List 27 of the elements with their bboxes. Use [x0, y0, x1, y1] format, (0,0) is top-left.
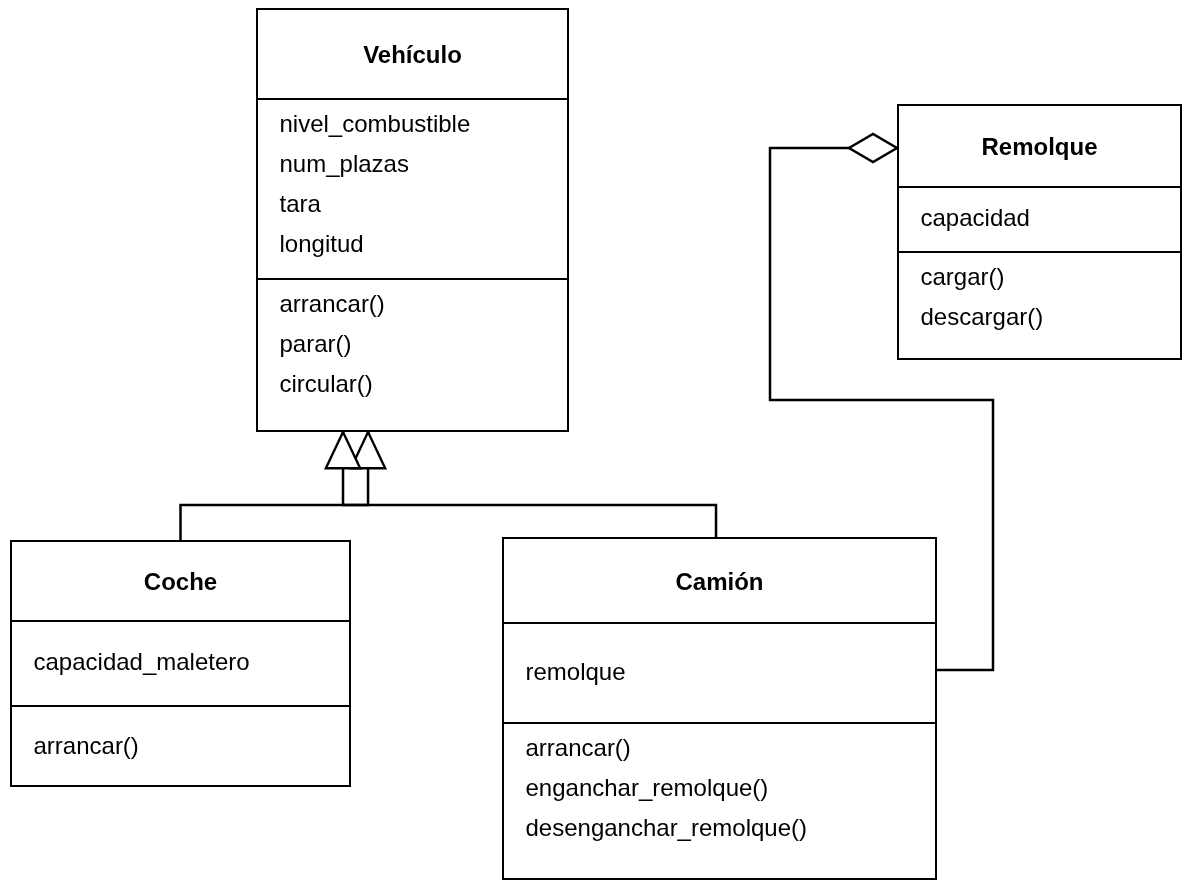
class-box: [897, 104, 1182, 360]
class-name: Coche: [143, 568, 218, 596]
member-text: arrancar(): [279, 288, 386, 319]
class-box: [10, 540, 351, 787]
member-text: enganchar_remolque(): [525, 772, 770, 803]
member-text: descargar(): [920, 301, 1045, 332]
member-text: desenganchar_remolque(): [525, 812, 808, 843]
member-text: tara: [279, 188, 322, 219]
class-box: [256, 8, 569, 432]
class-name: Vehículo: [363, 41, 462, 69]
generalization-arrow: [324, 430, 718, 537]
class-name: Remolque: [981, 133, 1098, 161]
member-text: nivel_combustible: [279, 108, 472, 139]
member-text: parar(): [279, 328, 353, 359]
member-text: cargar(): [920, 261, 1006, 292]
aggregation-line: [768, 132, 995, 672]
member-text: remolque: [525, 656, 627, 687]
member-text: capacidad_maletero: [33, 647, 251, 677]
class-name: Camión: [675, 567, 764, 596]
member-text: arrancar(): [525, 732, 632, 763]
class-box: [502, 537, 937, 880]
member-text: longitud: [279, 228, 365, 259]
member-text: num_plazas: [279, 148, 410, 179]
member-text: arrancar(): [33, 730, 140, 761]
member-text: circular(): [279, 368, 374, 399]
member-text: capacidad: [920, 203, 1031, 233]
generalization-arrow: [179, 430, 387, 540]
